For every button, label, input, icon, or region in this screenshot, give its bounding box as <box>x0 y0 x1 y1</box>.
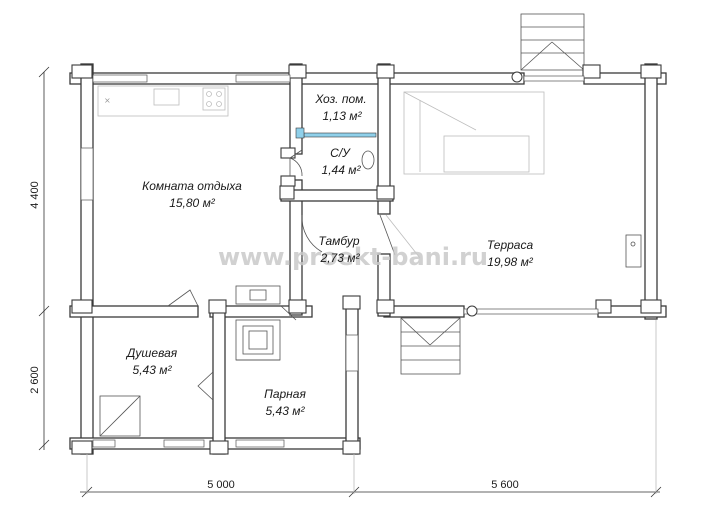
svg-text:×: × <box>104 96 111 105</box>
dim-bottom-right: 5 600 <box>491 479 519 491</box>
room-wc-area: 1,44 м² <box>322 163 362 177</box>
room-lounge-area: 15,80 м² <box>169 196 216 210</box>
dim-left-bottom: 2 600 <box>29 366 41 394</box>
log-ends <box>71 64 662 455</box>
fixtures: × <box>97 85 642 437</box>
room-vestibule-name: Тамбур <box>318 234 359 248</box>
dimension-lines <box>38 66 662 498</box>
room-shower-area: 5,43 м² <box>133 363 173 377</box>
room-steam-area: 5,43 м² <box>266 404 306 418</box>
terrace-furniture <box>385 91 545 259</box>
dim-bottom-left: 5 000 <box>207 479 235 491</box>
watermark: www.proekt-bani.ru <box>218 243 488 271</box>
room-terrace-name: Терраса <box>487 238 534 252</box>
doors <box>167 71 523 401</box>
room-lounge-name: Комната отдыха <box>142 179 242 193</box>
stairs-top <box>520 13 585 71</box>
room-steam-name: Парная <box>264 387 306 401</box>
room-wc-name: С/У <box>330 146 351 160</box>
dim-left-top: 4 400 <box>29 181 41 209</box>
room-shower-name: Душевая <box>125 346 178 360</box>
room-labels: Комната отдыха 15,80 м² Хоз. пом. 1,13 м… <box>125 92 534 418</box>
room-utility-name: Хоз. пом. <box>314 92 366 106</box>
windows <box>80 74 599 448</box>
room-terrace-area: 19,98 м² <box>487 255 534 269</box>
room-utility-area: 1,13 м² <box>323 109 363 123</box>
stairs-bottom <box>400 317 461 375</box>
room-vestibule-area: 2,73 м² <box>320 251 361 265</box>
